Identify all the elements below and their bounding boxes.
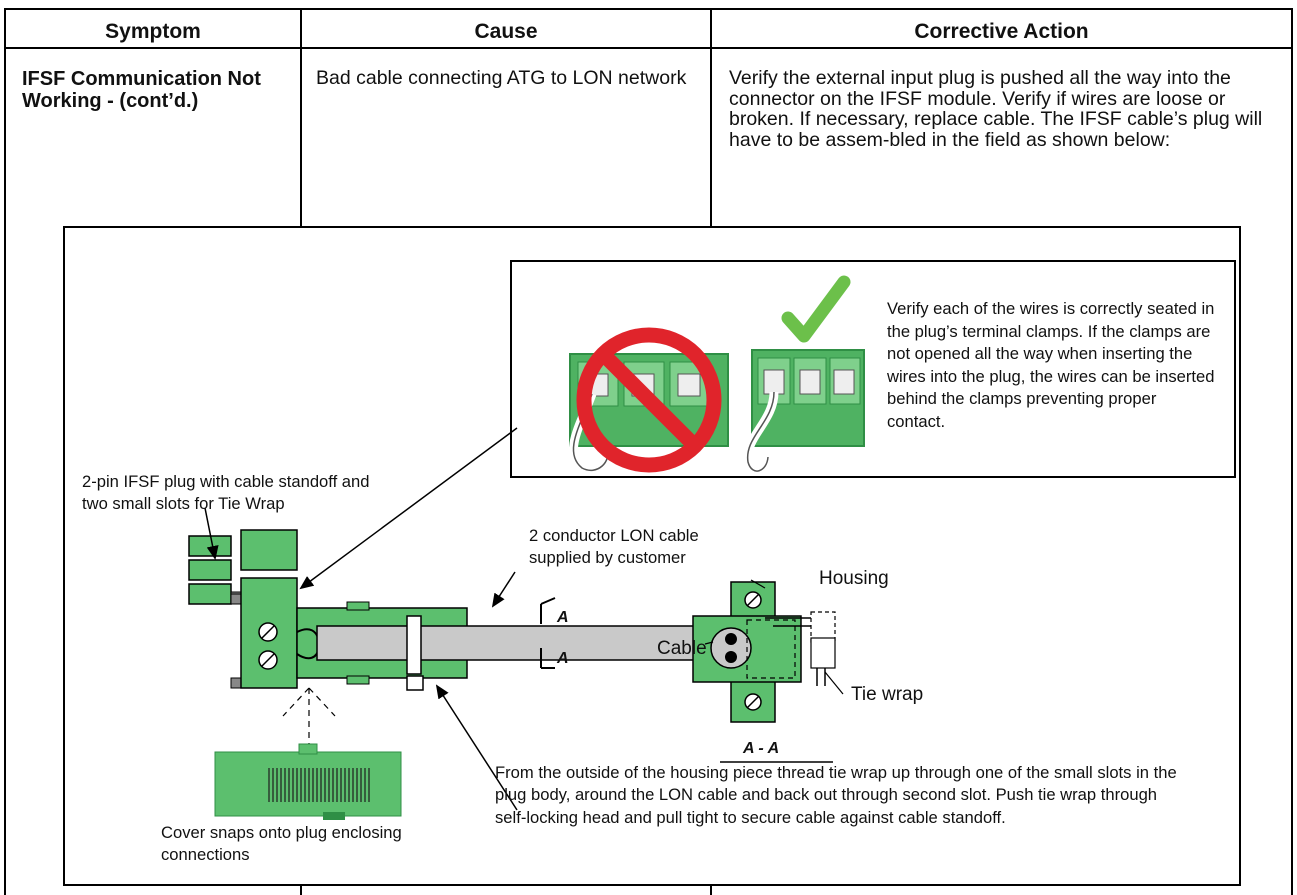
housing-label: Housing bbox=[819, 568, 889, 589]
cover-label: Cover snaps onto plug enclosing connecti… bbox=[161, 823, 402, 865]
wire-seating-callout: Verify each of the wires is correctly se… bbox=[510, 260, 1236, 478]
table-top-border bbox=[4, 8, 1293, 10]
header-corrective-action: Corrective Action bbox=[914, 20, 1089, 43]
plug-assembly-figure: Verify each of the wires is correctly se… bbox=[63, 226, 1241, 886]
column-divider-2 bbox=[710, 8, 712, 226]
section-marker-top: A bbox=[557, 609, 569, 626]
table-left-border bbox=[4, 8, 6, 895]
table-right-border bbox=[1291, 8, 1293, 895]
section-cable-label: Cable bbox=[657, 638, 707, 659]
section-a-a-view bbox=[692, 579, 844, 763]
header-symptom: Symptom bbox=[105, 20, 201, 43]
cause-cell: Bad cable connecting ATG to LON network bbox=[316, 67, 687, 89]
prohibited-icon bbox=[576, 327, 722, 473]
cable-label: 2 conductor LON cable supplied by custom… bbox=[529, 526, 699, 568]
tie-wrap-instructions: From the outside of the housing piece th… bbox=[495, 763, 1177, 827]
plug-label: 2-pin IFSF plug with cable standoff and … bbox=[82, 472, 370, 514]
column-divider-1 bbox=[300, 8, 302, 226]
column-divider-1-bottom bbox=[300, 886, 302, 895]
corrective-action-cell: Verify the external input plug is pushed… bbox=[729, 67, 1263, 151]
header-cause: Cause bbox=[474, 20, 538, 43]
column-divider-2-bottom bbox=[710, 886, 712, 895]
correct-plug-illustration bbox=[743, 349, 865, 476]
tie-wrap-label: Tie wrap bbox=[851, 684, 924, 705]
checkmark-icon bbox=[781, 275, 851, 343]
table-header-divider bbox=[4, 47, 1293, 49]
section-title: A - A bbox=[743, 740, 780, 757]
section-marker-bottom: A bbox=[557, 650, 569, 667]
symptom-cell: IFSF Communication Not Working - (cont’d… bbox=[22, 68, 261, 112]
wire-seating-instructions: Verify each of the wires is correctly se… bbox=[887, 299, 1215, 431]
